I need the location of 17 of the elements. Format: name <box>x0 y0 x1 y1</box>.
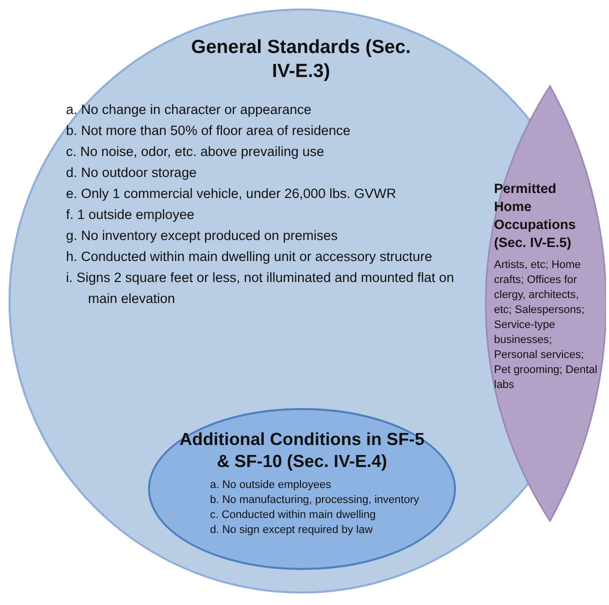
section-heading: Additional Conditions in SF-5 & SF-10 (Sec. IV-E.4) <box>178 428 426 472</box>
list-item: e. Only 1 commercial vehicle, under 26,000 lbs. GVWR <box>66 185 398 203</box>
list-item: d. No sign except required by law <box>210 523 374 538</box>
list-item: g. No inventory except produced on premises <box>66 227 339 245</box>
section-heading: Permitted Home Occupations (Sec. IV-E.5) <box>494 180 577 252</box>
list-item: h. Conducted within main dwelling unit or accessory structure <box>66 248 434 266</box>
list-item: a. No outside employees <box>210 478 332 493</box>
list-item: b. No manufacturing, processing, inventory <box>210 493 420 508</box>
section-heading: General Standards (Sec. IV-E.3) <box>190 36 412 84</box>
list-item: d. No outdoor storage <box>66 164 198 182</box>
list-item: i. Signs 2 square feet or less, not illuminated and mounted flat on main elevation <box>66 269 455 308</box>
occupation-list: Artists, etc; Home crafts; Offices for clergy, architects, etc; Salespersons; Service-type businesses; Personal services; Pet grooming; Dental labs <box>494 258 598 393</box>
list-item: c. No noise, odor, etc. above prevailing use <box>66 143 326 161</box>
list-item: a. No change in character or appearance <box>66 101 312 119</box>
list-item: c. Conducted within main dwelling <box>210 508 377 523</box>
list-item: f. 1 outside employee <box>66 206 196 224</box>
list-item: b. Not more than 50% of floor area of residence <box>66 122 352 140</box>
